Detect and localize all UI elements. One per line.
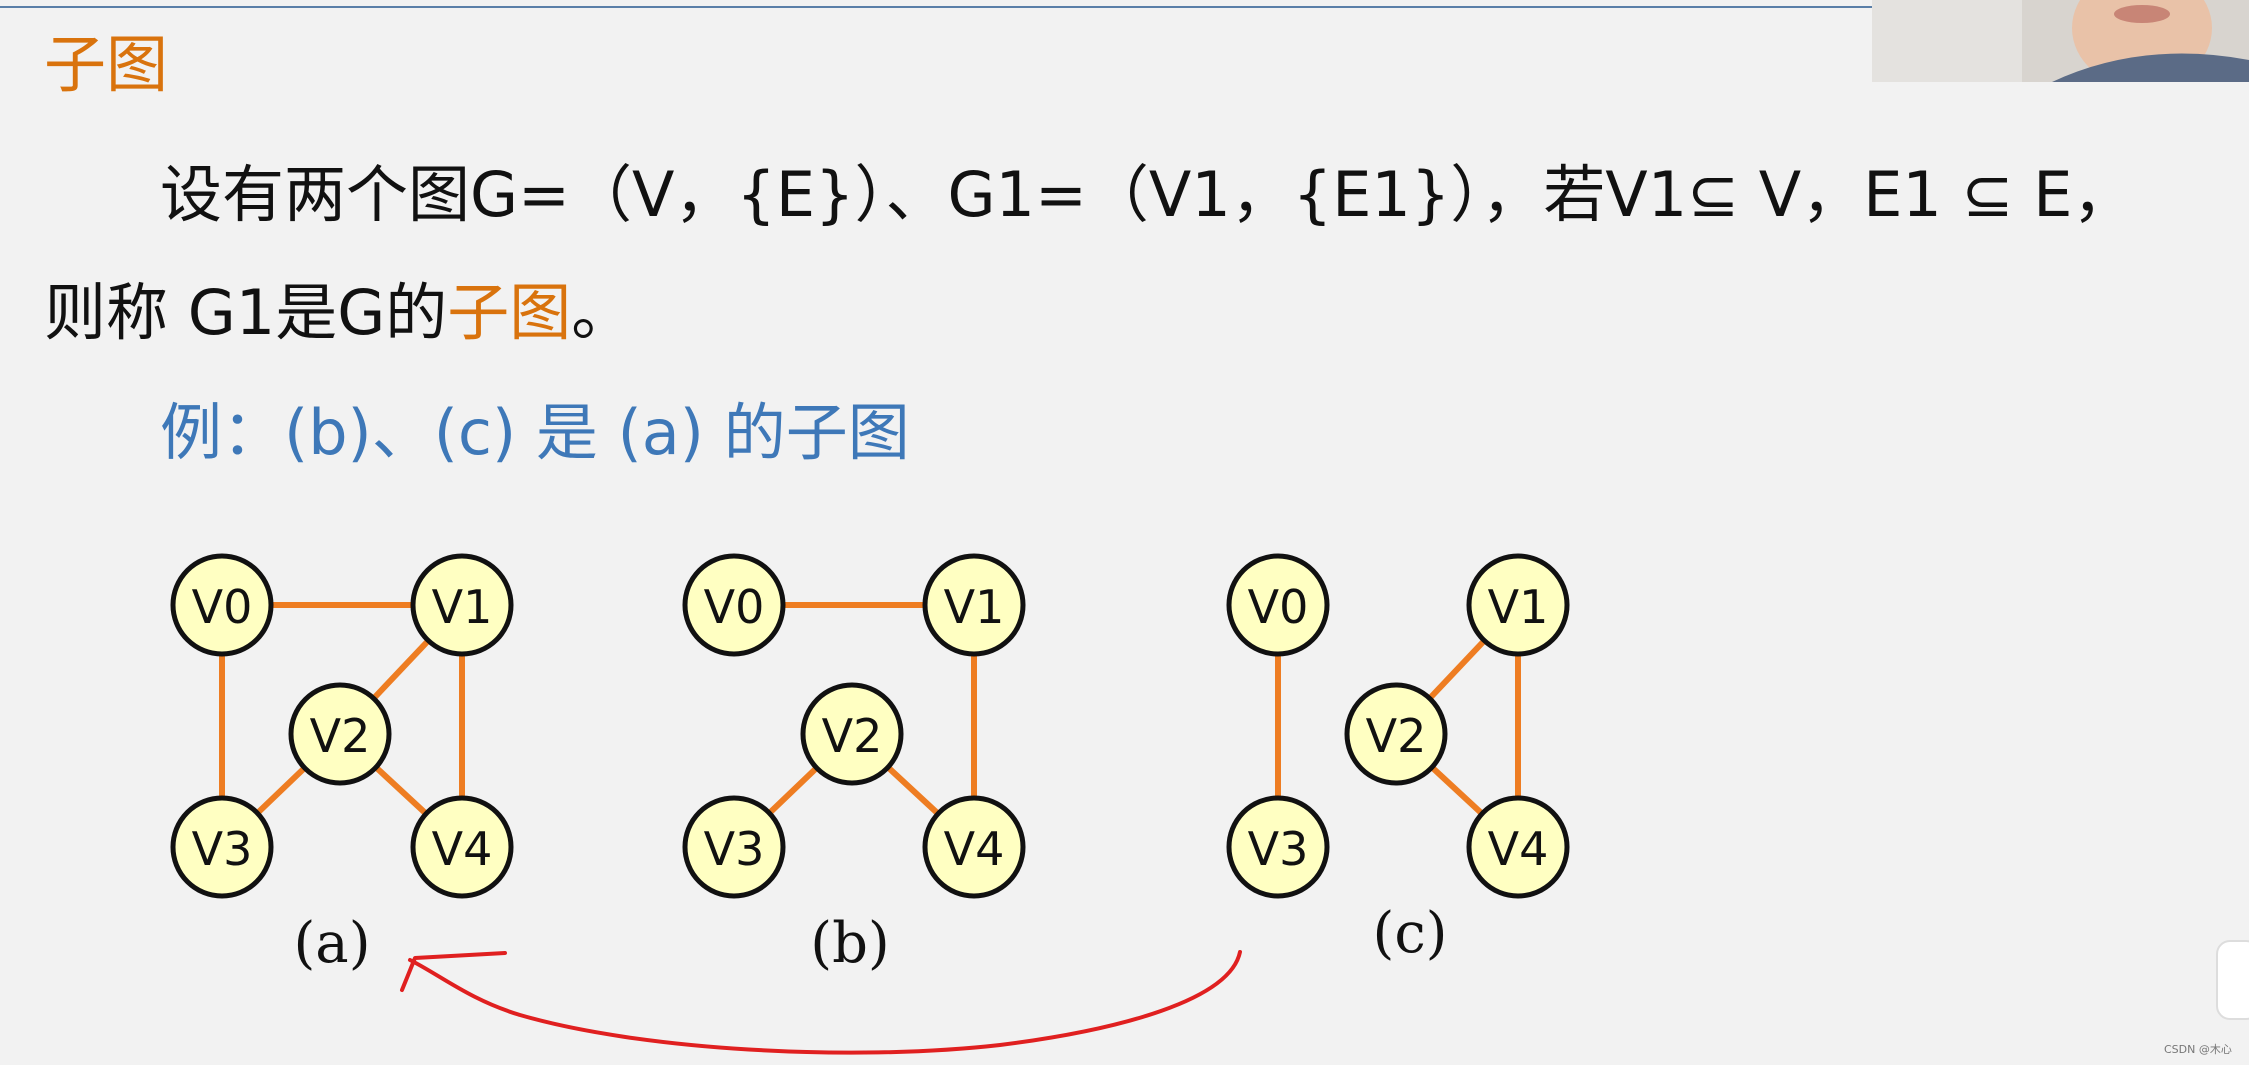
- node-v2: V2: [1344, 682, 1448, 786]
- definition-line-2: 则称 G1是G的子图。: [44, 276, 633, 350]
- definition-suffix: 。: [571, 276, 634, 349]
- top-divider: [0, 6, 1880, 8]
- svg-text:V0: V0: [704, 580, 765, 634]
- svg-text:V0: V0: [192, 580, 253, 634]
- annotation-arrowhead: [400, 951, 507, 992]
- node-v0: V0: [170, 553, 274, 657]
- floating-action-icon[interactable]: [2216, 940, 2249, 1020]
- svg-text:V2: V2: [1366, 709, 1427, 763]
- svg-text:V0: V0: [1248, 580, 1309, 634]
- svg-text:V4: V4: [432, 822, 493, 876]
- definition-line-1: 设有两个图G=（V，{E}）、G1=（V1，{E1}），若V1⊆ V，E1 ⊆ …: [160, 158, 2135, 231]
- node-v1: V1: [1466, 553, 1570, 657]
- annotation-arrow: [408, 950, 1242, 1055]
- slide-title: 子图: [44, 28, 169, 101]
- svg-text:V3: V3: [192, 822, 253, 876]
- node-v3: V3: [170, 795, 274, 899]
- node-v2: V2: [288, 682, 392, 786]
- node-v0: V0: [1226, 553, 1330, 657]
- svg-text:V2: V2: [310, 709, 371, 763]
- example-text: 例：(b)、(c) 是 (a) 的子图: [160, 396, 910, 469]
- svg-text:V3: V3: [1248, 822, 1309, 876]
- webcam-overlay: [1872, 0, 2249, 82]
- node-v4: V4: [922, 795, 1026, 899]
- definition-term: 子图: [447, 276, 572, 349]
- node-v2: V2: [800, 682, 904, 786]
- node-v1: V1: [922, 553, 1026, 657]
- svg-text:V4: V4: [1488, 822, 1549, 876]
- graph-caption: (b): [810, 911, 890, 976]
- node-v3: V3: [682, 795, 786, 899]
- svg-text:V1: V1: [432, 580, 493, 634]
- watermark: CSDN @木心: [2164, 1043, 2232, 1056]
- graph-caption: (c): [1372, 901, 1447, 966]
- node-v4: V4: [410, 795, 514, 899]
- svg-text:V1: V1: [944, 580, 1005, 634]
- node-v1: V1: [410, 553, 514, 657]
- svg-text:V1: V1: [1488, 580, 1549, 634]
- node-v3: V3: [1226, 795, 1330, 899]
- svg-text:V3: V3: [704, 822, 765, 876]
- node-v0: V0: [682, 553, 786, 657]
- svg-text:V4: V4: [944, 822, 1005, 876]
- definition-prefix: 则称 G1是G的: [44, 276, 448, 349]
- svg-text:V2: V2: [822, 709, 883, 763]
- graph-caption: (a): [293, 911, 370, 976]
- node-v4: V4: [1466, 795, 1570, 899]
